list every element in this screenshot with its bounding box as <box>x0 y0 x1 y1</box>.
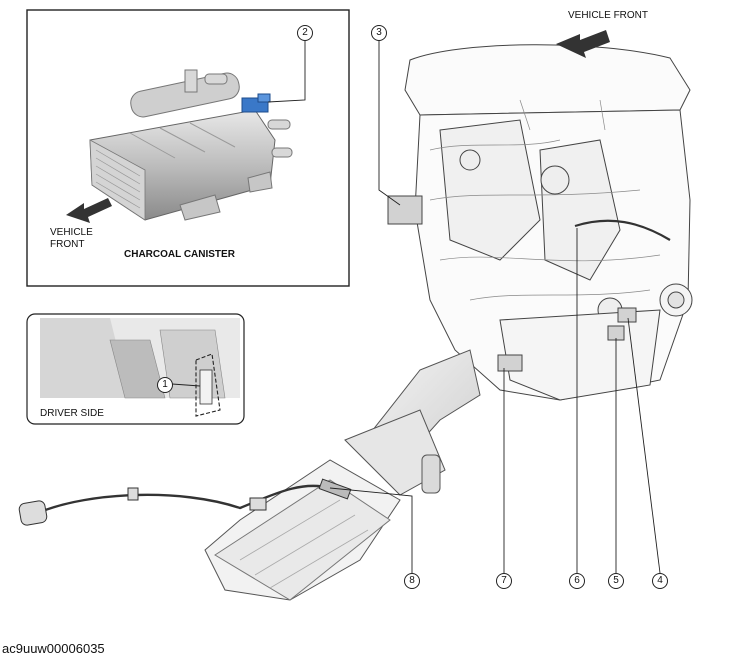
callout-5: 5 <box>608 573 624 589</box>
callout-6: 6 <box>569 573 585 589</box>
charcoal-canister-inset <box>26 9 350 287</box>
leader-lines <box>329 40 661 574</box>
driver-side-inset <box>26 313 245 425</box>
callout-7: 7 <box>496 573 512 589</box>
charcoal-canister-label: CHARCOAL CANISTER <box>124 249 235 260</box>
callout-3: 3 <box>371 25 387 41</box>
driver-side-label: DRIVER SIDE <box>40 408 104 419</box>
callout-4: 4 <box>652 573 668 589</box>
callout-2: 2 <box>297 25 313 41</box>
engine-block <box>387 44 693 401</box>
vehicle-front-arrow <box>556 30 610 58</box>
figure-caption: ac9uuw00006035 <box>2 641 105 656</box>
callout-8: 8 <box>404 573 420 589</box>
exhaust-assembly <box>204 349 481 601</box>
vehicle-front-label: VEHICLE FRONT <box>568 10 649 21</box>
o2-sensor-harness <box>18 478 352 526</box>
vehicle-front-inset-label: VEHICLE FRONT <box>50 227 93 250</box>
callout-1: 1 <box>157 377 173 393</box>
